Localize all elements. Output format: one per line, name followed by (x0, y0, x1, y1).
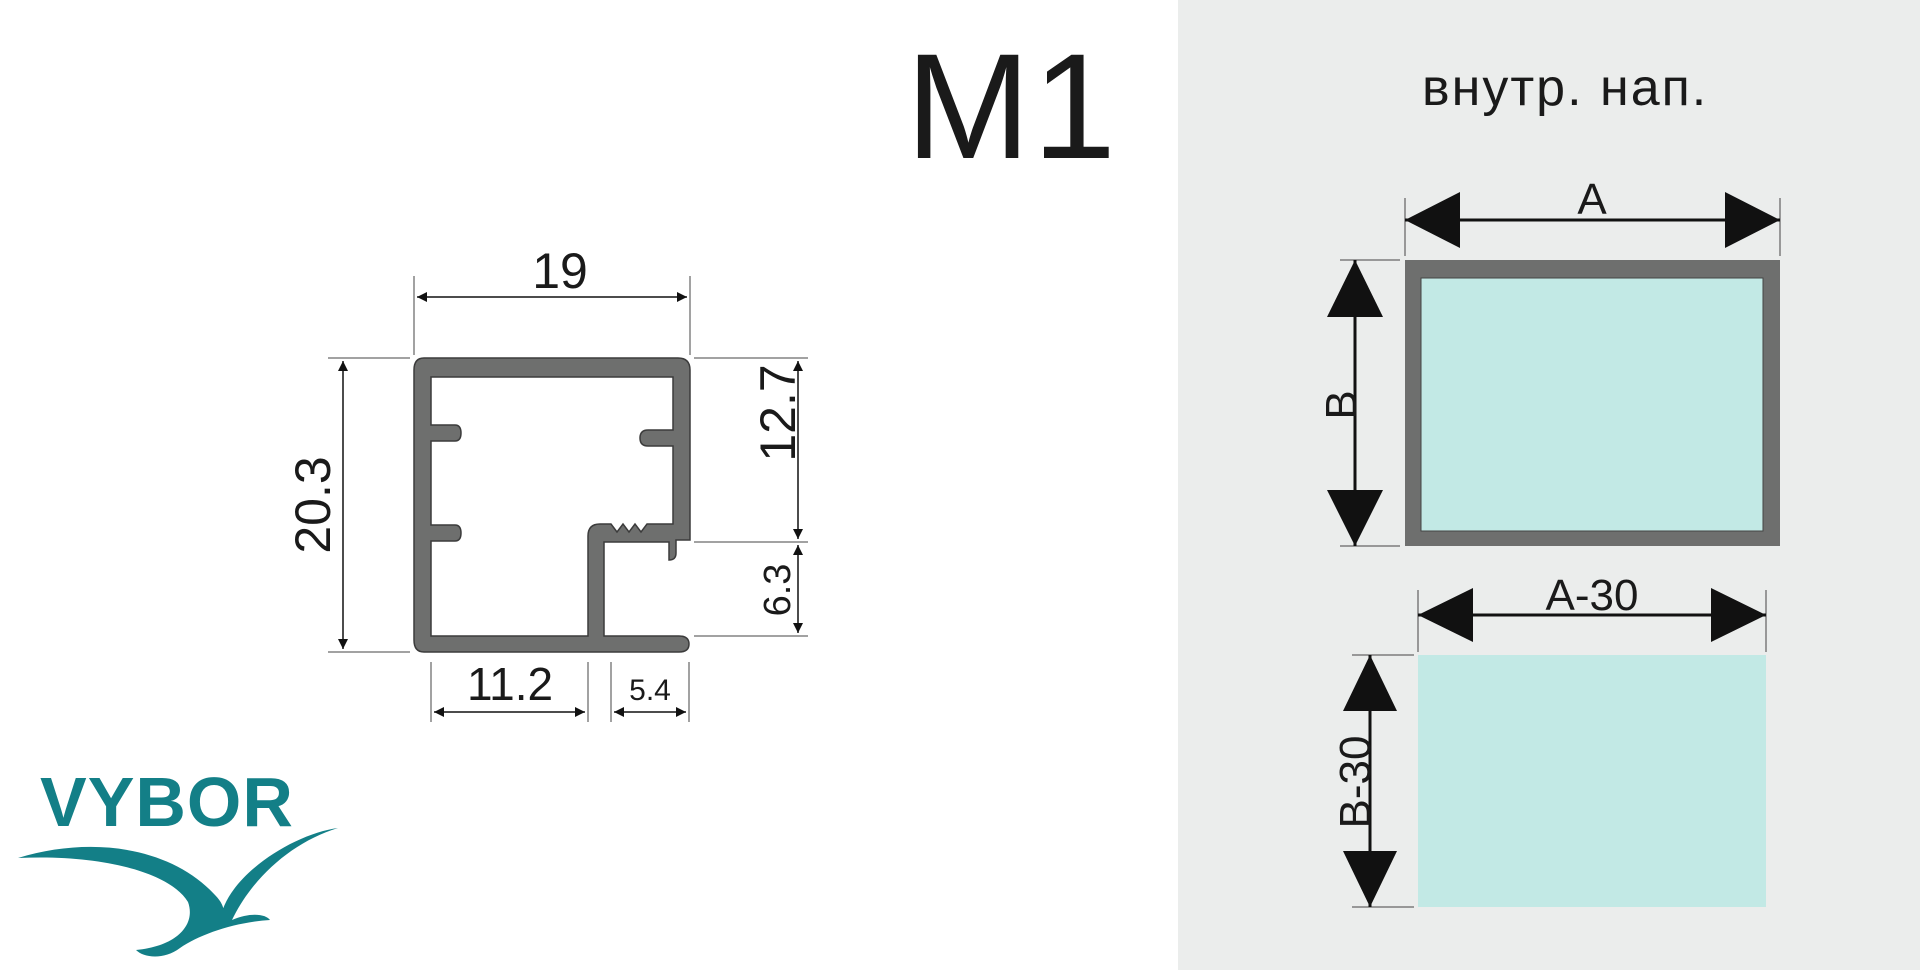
dim-label-width: 19 (532, 243, 588, 299)
dimension-bottom-widths: 11.2 5.4 (430, 658, 690, 722)
dim-label-height: 20.3 (285, 456, 341, 553)
vybor-logo: VYBOR (18, 763, 338, 957)
profile-shape (413, 357, 691, 653)
frame-glass (1420, 277, 1764, 532)
glass-panel (1418, 655, 1766, 907)
profile-cross-section (413, 357, 691, 653)
dim-label-a: A (1577, 175, 1607, 224)
dim-label-b-30: B-30 (1331, 736, 1380, 829)
dim-label-a-30: A-30 (1546, 571, 1639, 620)
dim-label-right-width: 5.4 (629, 674, 671, 707)
installation-note: внутр. нап. (1422, 59, 1708, 117)
dimension-right-heights: 12.7 6.3 (694, 357, 808, 637)
dim-label-b: B (1317, 390, 1366, 419)
drawing-background (0, 0, 1178, 970)
inner-glass-diagram: A-30 B-30 (1331, 571, 1767, 908)
dimension-width-19: 19 (413, 243, 691, 355)
dimension-height-20-3: 20.3 (285, 357, 410, 653)
dim-label-left-width: 11.2 (467, 658, 553, 710)
seagull-icon (18, 828, 338, 957)
dim-label-lower-height: 6.3 (757, 564, 799, 617)
brand-name: VYBOR (40, 763, 294, 841)
outer-frame-diagram: A B (1317, 175, 1781, 547)
dim-label-upper-height: 12.7 (750, 364, 806, 461)
model-title: M1 (906, 22, 1118, 190)
